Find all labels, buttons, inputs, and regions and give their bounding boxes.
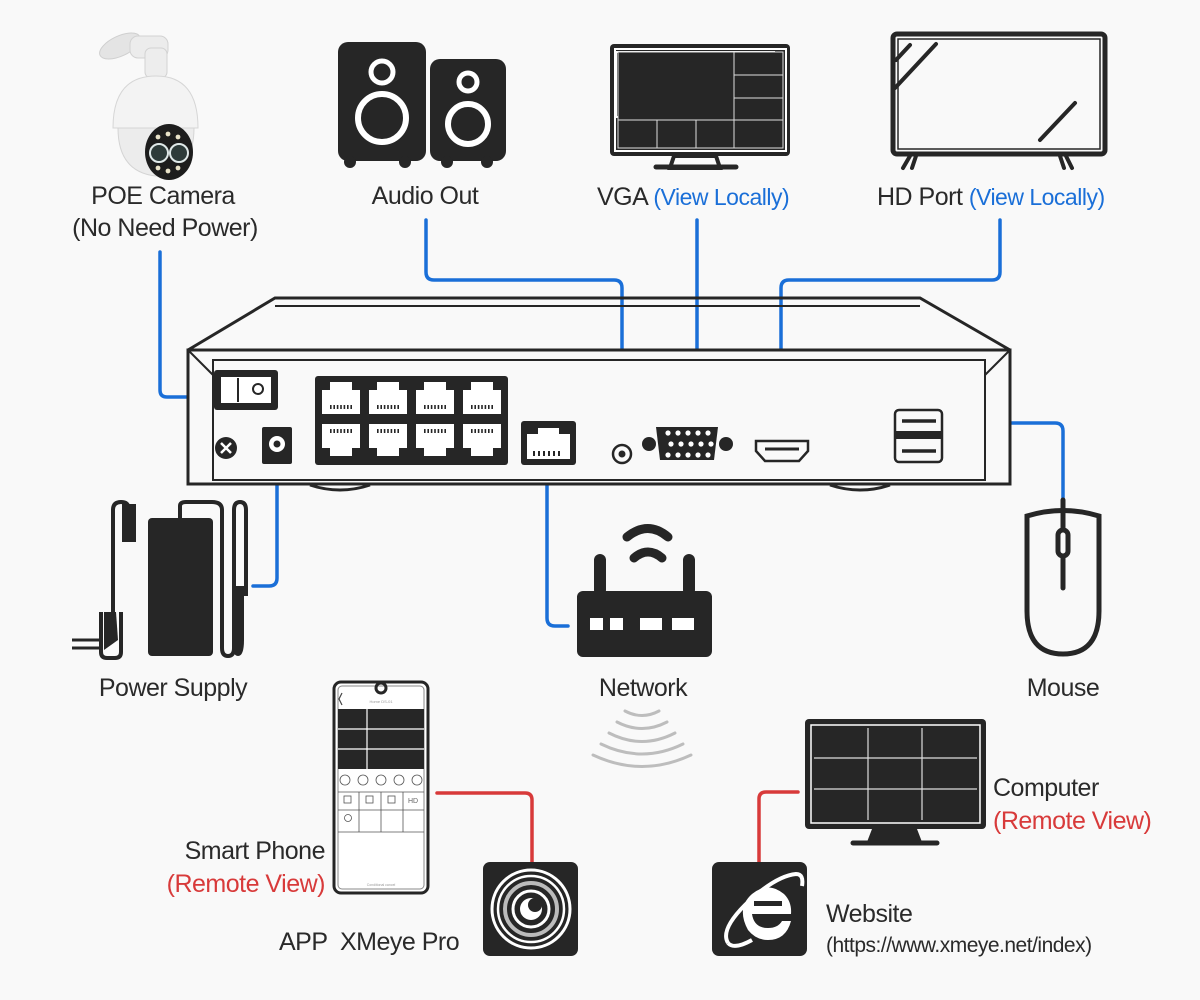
poe-port [322,382,360,414]
vga-pin [665,452,671,458]
hd-port-label-group: HD Port (View Locally) [877,181,1105,213]
website-url[interactable]: (https://www.xmeye.net/index) [826,934,1092,957]
vga-pin [675,452,681,458]
phone-screen-title: Home DS-01 [369,699,393,704]
connector-app [435,791,534,870]
wifi-waves-icon [591,709,693,768]
audio-out-label: Audio Out [371,182,479,210]
ground-screw-icon [215,437,237,459]
vga-label: VGA [597,183,647,211]
speakers-icon [338,42,506,168]
connector-mouse [945,421,1065,502]
svg-text:HD: HD [408,798,418,805]
vga-port [642,427,733,460]
internet-explorer-icon[interactable] [712,862,807,956]
poe-port [416,424,454,456]
vga-pin [675,430,681,436]
poe-port [416,382,454,414]
usb-ports [893,408,944,464]
poe-port [322,424,360,456]
connector-network [545,450,570,628]
connector-website [757,790,800,864]
vga-pin [695,430,701,436]
connector-power [251,468,279,588]
poe-camera-image [99,32,199,180]
power-supply-label: Power Supply [98,674,248,702]
computer-note: (Remote View) [993,807,1152,835]
poe-port [463,382,501,414]
hd-port-label: HD Port [877,183,963,211]
lan-port [521,421,576,465]
dc-in-port [262,427,292,464]
hdmi-port [754,439,810,463]
poe-port [463,424,501,456]
connector-hdmi [779,218,1002,439]
vga-pin [678,441,684,447]
hd-tv-icon [890,31,1108,170]
connector-audio-out [424,218,624,442]
vga-pin [695,452,701,458]
smart-phone-label: Smart Phone [184,837,326,865]
poe-camera-note: (No Need Power) [72,214,258,242]
poe-camera-label: POE Camera [91,182,235,210]
mouse-icon [1024,497,1102,657]
vga-pin [685,452,691,458]
nvr-recorder [186,296,1012,492]
vga-label-group: VGA (View Locally) [597,181,790,213]
vga-note: (View Locally) [653,184,790,210]
router-icon [577,524,712,657]
audio-out-port [611,443,633,465]
poe-port [369,382,407,414]
app-label: APP XMeye Pro [279,928,460,956]
phone-screen-footer: Conditional cancel [367,883,396,887]
vga-pin [685,430,691,436]
poe-port [369,424,407,456]
smart-phone-note: (Remote View) [166,870,326,898]
computer-label: Computer [993,774,1099,802]
vga-pin [688,441,694,447]
vga-monitor-icon [610,44,790,170]
poe-ports [315,376,508,465]
connector-poe-camera [158,250,335,399]
vga-pin [665,430,671,436]
vga-pin [705,430,711,436]
vga-pin [705,452,711,458]
network-label: Network [598,674,688,702]
xmeye-app-icon[interactable] [483,862,578,956]
vga-pin [708,441,714,447]
vga-pin [698,441,704,447]
vga-pin [668,441,674,447]
smart-phone-image: HD Home DS-01 Conditional cancel [332,680,430,895]
mouse-label: Mouse [1026,674,1100,702]
power-supply-icon [72,499,248,660]
computer-monitor-icon [805,719,986,846]
power-switch [214,370,278,410]
hd-port-note: (View Locally) [968,184,1105,210]
website-label: Website [826,900,913,928]
